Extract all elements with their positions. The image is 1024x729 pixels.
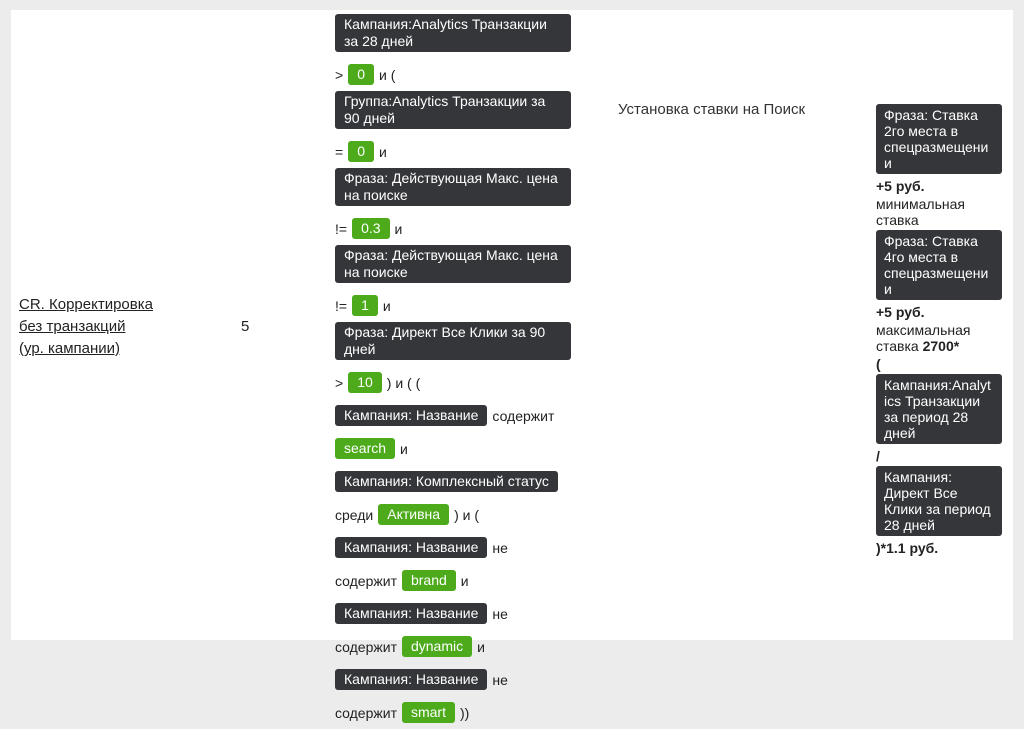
condition-operator: не xyxy=(492,539,508,556)
condition-operator: содержит xyxy=(335,572,397,589)
condition-field-tag: Фраза: Директ Все Клики за 90 дней xyxy=(335,322,571,360)
condition-operator: != xyxy=(335,297,348,314)
condition-value-tag: 0 xyxy=(348,141,374,162)
condition-field-tag: Кампания: Название xyxy=(335,669,488,690)
condition-operator: не xyxy=(492,671,508,688)
condition-field-tag: Кампания: Комплексный статус xyxy=(335,471,558,492)
condition-operator: ) и ( xyxy=(454,506,480,523)
condition-value-tag: dynamic xyxy=(401,636,473,657)
condition-operator: и xyxy=(460,572,469,589)
condition-operator: )) xyxy=(459,704,470,721)
condition-operator: > xyxy=(335,66,344,83)
formula-operator-text: +5 руб. xyxy=(876,178,925,194)
condition-value-tag: 0 xyxy=(348,64,374,85)
formula-operator-text: / xyxy=(876,448,880,464)
condition-operator: содержит xyxy=(335,704,397,721)
condition-line: Кампания: Комплексный статус xyxy=(335,465,585,498)
condition-operator: != xyxy=(335,220,348,237)
rule-formula: Фраза: Ставка 2го места в спецразмещени … xyxy=(876,104,1006,558)
rule-name-line-1[interactable]: CR. Корректировка xyxy=(19,296,153,313)
condition-operator: не xyxy=(492,605,508,622)
condition-value-tag: Активна xyxy=(378,504,450,525)
condition-line: >10) и ( ( xyxy=(335,366,585,399)
formula-field-tag: Фраза: Ставка 2го места в спецразмещени … xyxy=(876,104,1002,174)
condition-field-tag: Группа:Analytics Транзакции за 90 дней xyxy=(335,91,571,129)
condition-field-tag: Кампания:Analytics Транзакции за 28 дней xyxy=(335,14,571,52)
condition-field-tag: Фраза: Действующая Макс. цена на поиске xyxy=(335,245,571,283)
condition-operator: содержит xyxy=(492,407,555,424)
condition-value-tag: brand xyxy=(401,570,456,591)
formula-field-tag: Кампания:Analyt ics Транзакции за период… xyxy=(876,374,1002,444)
rule-conditions: Кампания:Analytics Транзакции за 28 дней… xyxy=(335,14,585,729)
formula-field-tag: Фраза: Ставка 4го места в спецразмещени … xyxy=(876,230,1002,300)
formula-operator: )*1.1 руб. xyxy=(876,540,1006,556)
condition-field-tag: Кампания: Название xyxy=(335,405,488,426)
formula-operator: +5 руб. xyxy=(876,178,1006,194)
formula-operator-text: ( xyxy=(876,356,881,372)
condition-value-tag: 10 xyxy=(348,372,382,393)
rule-priority: 5 xyxy=(241,318,250,335)
formula-operator-text: +5 руб. xyxy=(876,304,925,320)
condition-value-tag: 1 xyxy=(352,295,378,316)
condition-operator: и xyxy=(477,638,485,655)
condition-operator: и ( xyxy=(378,66,396,83)
rule-action: Установка ставки на Поиск xyxy=(618,101,806,118)
formula-operator: ( xyxy=(876,356,1006,372)
condition-value-tag: smart xyxy=(401,702,455,723)
rule-name-line-2[interactable]: без транзакций xyxy=(19,318,126,335)
condition-operator: > xyxy=(335,374,344,391)
condition-operator: среди xyxy=(335,506,374,523)
condition-value-tag: 0.3 xyxy=(352,218,390,239)
condition-operator: содержит xyxy=(335,638,397,655)
condition-operator: и xyxy=(394,220,403,237)
condition-value-tag: search xyxy=(335,438,396,459)
condition-operator: и xyxy=(378,143,387,160)
formula-text: максимальная ставка xyxy=(876,322,971,354)
condition-field-tag: Фраза: Действующая Макс. цена на поиске xyxy=(335,168,571,206)
condition-operator: = xyxy=(335,143,344,160)
condition-operator: ) и ( ( xyxy=(386,374,421,391)
condition-field-tag: Кампания: Название xyxy=(335,603,488,624)
formula-operator-text: )*1.1 руб. xyxy=(876,540,939,556)
condition-operator: и xyxy=(382,297,391,314)
formula-operator: +5 руб. xyxy=(876,304,1006,320)
rule-name-line-3[interactable]: (ур. кампании) xyxy=(19,340,121,357)
formula-max-value: 2700* xyxy=(922,338,960,354)
condition-field-tag: Кампания: Название xyxy=(335,537,488,558)
rule-name-link[interactable]: CR. Корректировка без транзакций (ур. ка… xyxy=(19,294,179,360)
condition-operator: и xyxy=(400,440,408,457)
formula-text: минимальная ставка xyxy=(876,196,965,228)
formula-max-bid: максимальная ставка 2700* xyxy=(876,322,1006,354)
formula-field-tag: Кампания: Директ Все Клики за период 28 … xyxy=(876,466,1002,536)
formula-operator: / xyxy=(876,448,1006,464)
